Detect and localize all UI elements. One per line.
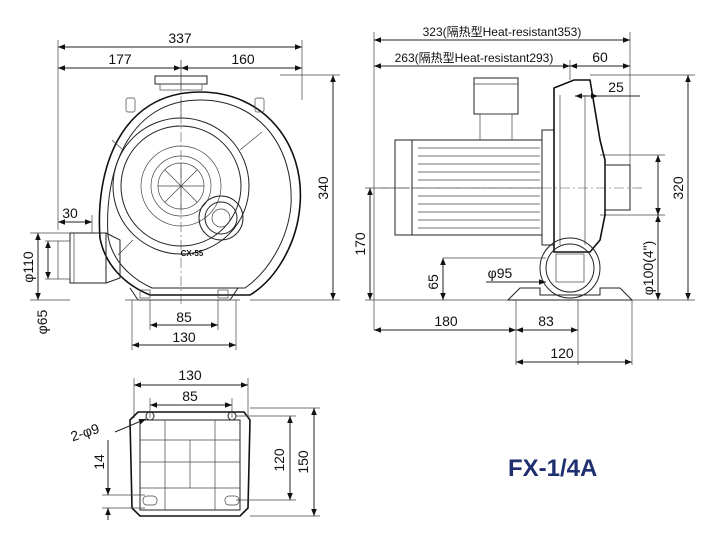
side-flange-offset: 25 (608, 79, 624, 95)
base-width-inner: 85 (182, 388, 198, 404)
side-length-heat-inner: 263(隔热型Heat-resistant293) (395, 51, 554, 65)
front-inlet-offset: 30 (62, 205, 78, 221)
front-outlet-outer: φ110 (20, 251, 36, 283)
model-title: FX-1/4A (508, 455, 597, 482)
front-width-total: 337 (168, 30, 192, 46)
front-height-total: 340 (315, 176, 331, 200)
side-length-heat: 323(隔热型Heat-resistant353) (423, 25, 582, 39)
base-holes: 2-φ9 (68, 420, 101, 444)
side-view: 323(隔热型Heat-resistant353) 263(隔热型Heat-re… (352, 25, 695, 365)
side-height-right: 320 (670, 176, 686, 200)
side-outlet-diameter: φ100(4") (640, 241, 656, 296)
side-base-span: 83 (538, 313, 554, 329)
front-width-right: 160 (231, 51, 255, 67)
nameplate-label: CX-55 (181, 249, 204, 258)
base-depth-outer: 150 (295, 450, 311, 474)
side-base-width: 120 (550, 345, 574, 361)
side-inlet-offset: 65 (425, 274, 441, 290)
side-base-left: 180 (434, 313, 458, 329)
front-outlet-inner: φ65 (34, 309, 50, 334)
front-base-inner: 85 (176, 309, 192, 325)
base-view: 130 85 2-φ9 14 120 150 (68, 367, 320, 520)
base-hole-offset: 14 (91, 454, 107, 470)
base-width-outer: 130 (178, 367, 202, 383)
front-base-outer: 130 (172, 329, 196, 345)
front-width-left: 177 (108, 51, 132, 67)
side-flange-width: 60 (592, 49, 608, 65)
side-inlet-diameter: φ95 (488, 265, 513, 281)
base-depth-inner: 120 (271, 448, 287, 472)
front-view: 337 177 160 340 CX-55 (20, 30, 340, 350)
side-shaft-height: 170 (352, 232, 368, 256)
